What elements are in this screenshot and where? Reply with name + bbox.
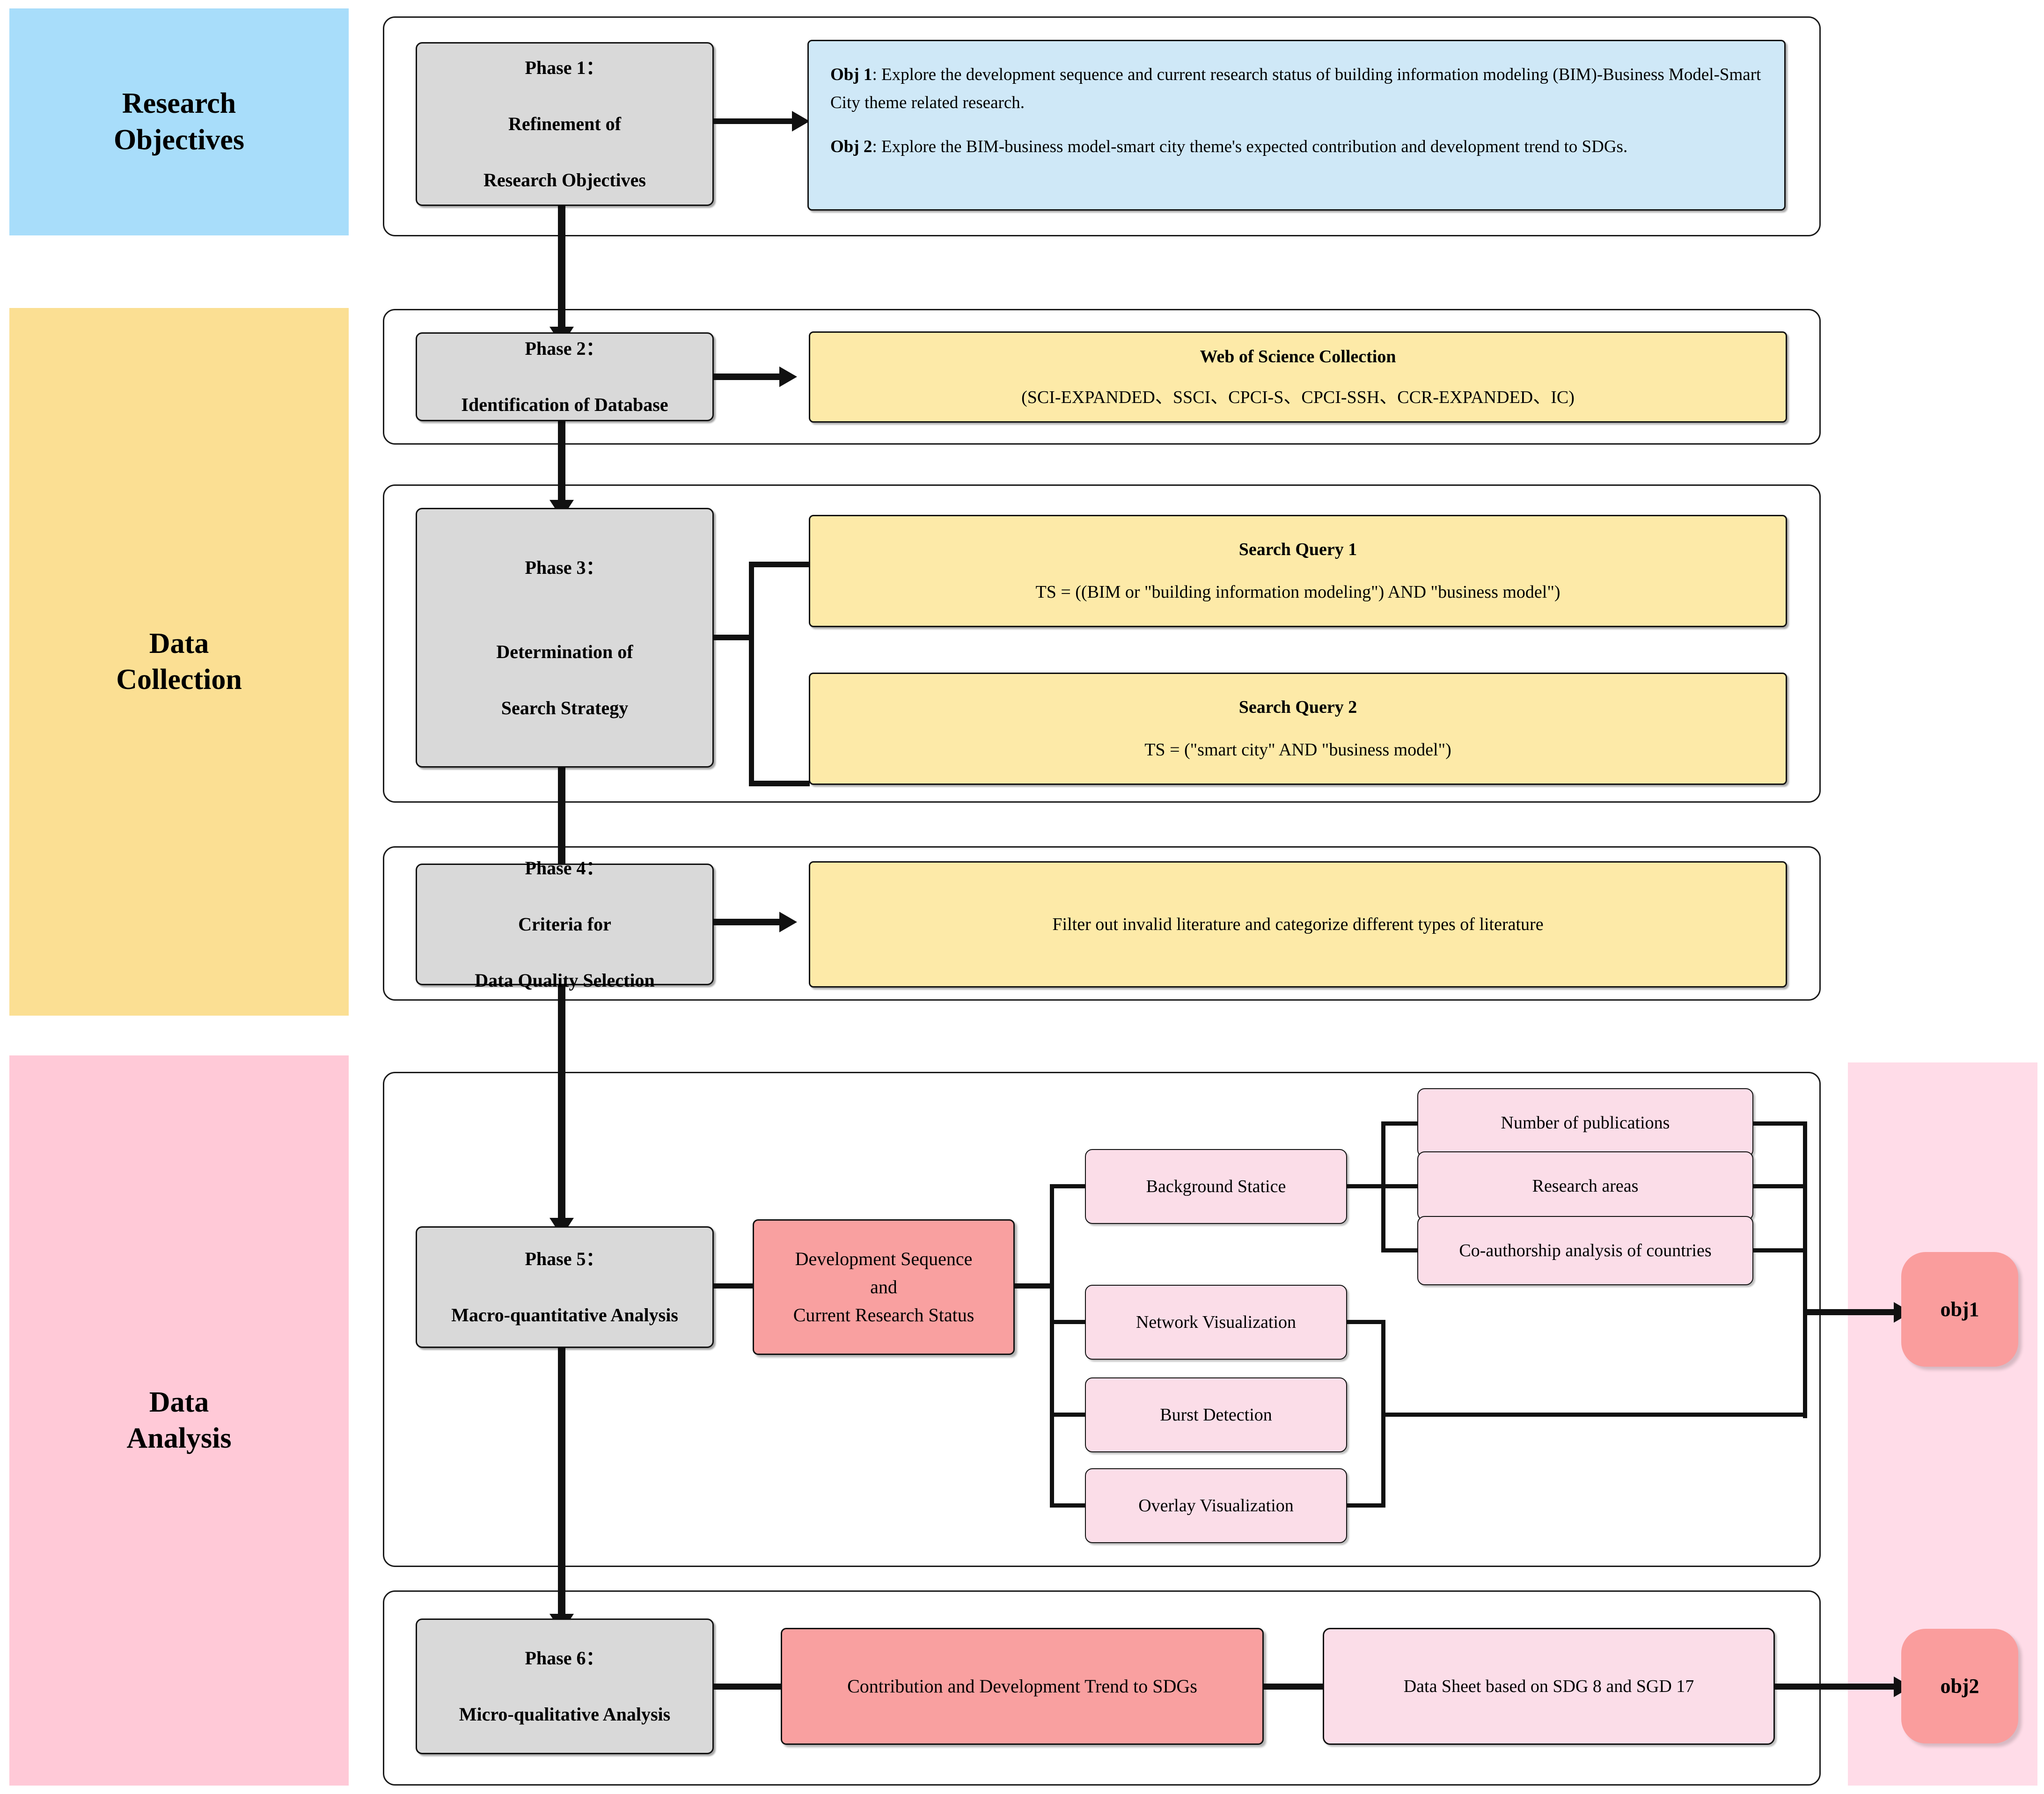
qualitative-theme-box: Contribution and Development Trend to SD… xyxy=(781,1628,1264,1745)
phase-6-box[interactable]: Phase 6： Micro-qualitative Analysis xyxy=(416,1618,714,1754)
connector-phase5-to-phase6 xyxy=(558,1348,565,1629)
phase-6-label: Phase 6： Micro-qualitative Analysis xyxy=(459,1648,671,1725)
band-label-research-objectives: Research Objectives xyxy=(114,88,244,156)
connector-datasheet-to-obj2 xyxy=(1775,1684,1899,1690)
connector-merge-sub-to-trunk xyxy=(1753,1184,1807,1188)
sub-co-authorship: Co-authorship analysis of countries xyxy=(1417,1216,1753,1285)
connector-arm-burst-detection xyxy=(1050,1413,1086,1417)
quality-criteria-box: Filter out invalid literature and catego… xyxy=(809,861,1787,988)
sub-number-of-publications: Number of publications xyxy=(1417,1088,1753,1157)
search-query-2-text: TS = ("smart city" AND "business model") xyxy=(1144,740,1451,760)
connector-arm-background-statice xyxy=(1050,1184,1086,1188)
qualitative-theme-label: Contribution and Development Trend to SD… xyxy=(847,1676,1197,1697)
phase-1-label: Phase 1： Refinement of Research Objectiv… xyxy=(484,57,646,190)
phase-4-box[interactable]: Phase 4： Criteria for Data Quality Selec… xyxy=(416,857,714,991)
connector-phase6-to-theme xyxy=(714,1684,782,1690)
connector-obj1-arrow-line xyxy=(1803,1309,1899,1315)
phase-4-label: Phase 4： Criteria for Data Quality Selec… xyxy=(475,857,655,991)
analysis-theme-box: Development Sequence and Current Researc… xyxy=(753,1219,1015,1355)
objective-1-line: Obj 1: Explore the development sequence … xyxy=(830,61,1763,117)
phase-2-box[interactable]: Phase 2： Identification of Database xyxy=(416,332,714,421)
connector-merge-from-publications xyxy=(1753,1121,1807,1126)
method-overlay-visualization: Overlay Visualization xyxy=(1085,1468,1347,1543)
connector-arm-research-areas xyxy=(1381,1184,1419,1188)
objective-2-label: Obj 2 xyxy=(830,137,872,156)
database-box: Web of Science Collection (SCI-EXPANDED、… xyxy=(809,331,1787,423)
method-burst-detection-label: Burst Detection xyxy=(1160,1405,1272,1425)
connector-phase3-arm-query1 xyxy=(749,562,810,567)
connector-phase5-to-theme xyxy=(714,1283,754,1289)
phase-5-label: Phase 5： Macro-quantitative Analysis xyxy=(451,1248,678,1325)
connector-arm-co-authorship xyxy=(1381,1248,1419,1252)
connector-methods-bracket-vertical xyxy=(1050,1184,1054,1507)
connector-phase3-to-phase4 xyxy=(558,763,565,871)
sub-research-areas: Research areas xyxy=(1417,1151,1753,1221)
method-overlay-visualization-label: Overlay Visualization xyxy=(1138,1495,1294,1516)
method-background-statice-label: Background Statice xyxy=(1146,1176,1286,1196)
phase-2-label: Phase 2： Identification of Database xyxy=(461,338,668,415)
band-research-objectives: Research Objectives xyxy=(9,8,349,235)
objectives-box: Obj 1: Explore the development sequence … xyxy=(807,40,1786,211)
phase-1-box[interactable]: Phase 1： Refinement of Research Objectiv… xyxy=(416,42,714,206)
outcome-obj1[interactable]: obj1 xyxy=(1901,1252,2018,1367)
qualitative-output-box: Data Sheet based on SDG 8 and SGD 17 xyxy=(1323,1628,1775,1745)
band-label-data-analysis: Data Analysis xyxy=(126,1386,232,1455)
outcome-obj1-label: obj1 xyxy=(1940,1298,1979,1321)
outcome-obj2[interactable]: obj2 xyxy=(1901,1629,2018,1743)
connector-merge-from-overlay xyxy=(1347,1503,1385,1508)
connector-merge-from-network xyxy=(1347,1320,1385,1324)
connector-theme-to-datasheet xyxy=(1264,1684,1324,1690)
qualitative-output-label: Data Sheet based on SDG 8 and SGD 17 xyxy=(1403,1676,1694,1696)
method-burst-detection: Burst Detection xyxy=(1085,1377,1347,1452)
phase-3-box[interactable]: Phase 3： Determination of Search Strateg… xyxy=(416,508,714,768)
connector-arm-overlay-visualization xyxy=(1050,1503,1086,1508)
connector-obj1-trunk-vertical xyxy=(1803,1184,1807,1418)
objective-2-line: Obj 2: Explore the BIM-business model-sm… xyxy=(830,133,1763,161)
arrowhead-phase4-to-criteria xyxy=(779,912,797,932)
connector-merge-methods-to-trunk xyxy=(1381,1413,1807,1417)
search-query-2-title: Search Query 2 xyxy=(1238,697,1357,717)
search-query-2-box: Search Query 2 TS = ("smart city" AND "b… xyxy=(809,673,1787,785)
connector-phase4-to-criteria xyxy=(714,919,784,925)
method-network-visualization: Network Visualization xyxy=(1085,1285,1347,1360)
connector-phase3-stem xyxy=(714,635,754,640)
outcome-obj2-label: obj2 xyxy=(1940,1675,1979,1698)
phase-5-box[interactable]: Phase 5： Macro-quantitative Analysis xyxy=(416,1226,714,1348)
connector-phase3-bracket-vertical xyxy=(749,562,754,786)
sub-co-authorship-label: Co-authorship analysis of countries xyxy=(1459,1240,1712,1260)
sub-number-of-publications-label: Number of publications xyxy=(1501,1113,1670,1133)
connector-phase1-to-objectives xyxy=(714,118,797,124)
sub-research-areas-label: Research areas xyxy=(1532,1176,1639,1196)
band-data-analysis: Data Analysis xyxy=(9,1055,349,1786)
connector-theme-stem xyxy=(1015,1283,1053,1289)
method-background-statice: Background Statice xyxy=(1085,1149,1347,1224)
method-network-visualization-label: Network Visualization xyxy=(1136,1312,1297,1332)
band-data-collection: Data Collection xyxy=(9,308,349,1016)
objective-1-label: Obj 1 xyxy=(830,65,872,84)
search-query-1-title: Search Query 1 xyxy=(1238,540,1357,559)
phase-3-label: Phase 3： Determination of Search Strateg… xyxy=(496,557,633,718)
objective-2-text: : Explore the BIM-business model-smart c… xyxy=(872,137,1628,156)
connector-phase2-to-phase3 xyxy=(558,421,565,505)
arrowhead-phase1-to-objectives xyxy=(792,111,810,132)
database-title: Web of Science Collection xyxy=(1200,346,1396,366)
database-detail: (SCI-EXPANDED、SSCI、CPCI-S、CPCI-SSH、CCR-E… xyxy=(1021,387,1575,407)
connector-phase2-to-database xyxy=(714,373,784,380)
connector-phase1-to-phase2 xyxy=(558,206,565,332)
arrowhead-phase2-to-database xyxy=(779,366,797,387)
analysis-theme-label: Development Sequence and Current Researc… xyxy=(793,1248,974,1325)
connector-background-stem xyxy=(1347,1184,1385,1188)
search-query-1-box: Search Query 1 TS = ((BIM or "building i… xyxy=(809,515,1787,627)
search-query-1-text: TS = ((BIM or "building information mode… xyxy=(1035,582,1560,602)
band-label-data-collection: Data Collection xyxy=(116,627,242,696)
objective-1-text: : Explore the development sequence and c… xyxy=(830,65,1761,112)
connector-merge-from-co-authorship xyxy=(1753,1248,1807,1252)
connector-arm-network-visualization xyxy=(1050,1320,1086,1324)
connector-phase3-arm-query2 xyxy=(749,781,810,786)
quality-criteria-text: Filter out invalid literature and catego… xyxy=(1052,914,1544,934)
connector-arm-number-of-publications xyxy=(1381,1121,1419,1126)
connector-phase4-to-phase5 xyxy=(558,964,565,1226)
